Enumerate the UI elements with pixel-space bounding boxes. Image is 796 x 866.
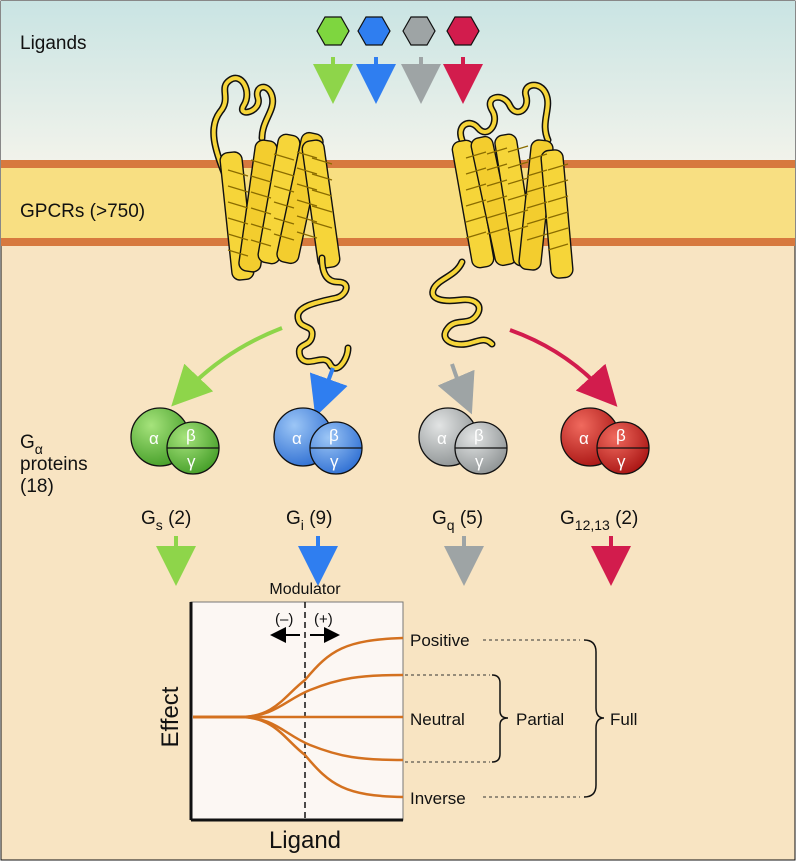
curve-partial-upper <box>193 673 404 719</box>
effect-curves <box>193 636 404 799</box>
gpcr-receptor-left <box>210 74 352 372</box>
curve-inverse <box>193 715 404 799</box>
membrane-inner-edge <box>1 238 795 246</box>
gprotein-gi-label: Gi (9) <box>286 508 332 533</box>
arrow-to-gq <box>437 363 475 415</box>
positive-label: Positive <box>410 631 470 650</box>
svg-text:β: β <box>186 426 196 445</box>
gprotein-gq-label: Gq (5) <box>432 508 483 533</box>
membrane-outer-edge <box>1 160 795 168</box>
gprotein-gs-label: Gs (2) <box>141 508 191 533</box>
galpha-proteins-label: Gα proteins (18) <box>20 432 88 497</box>
minus-label: (–) <box>275 611 293 628</box>
ligand-hexagon-green <box>316 16 350 46</box>
svg-text:α: α <box>437 429 447 448</box>
arrow-to-g12-13 <box>509 328 618 407</box>
gprotein-g12-13: α β γ <box>560 407 650 475</box>
full-bracket <box>583 639 605 798</box>
svg-text:Gα: Gα <box>20 432 43 457</box>
svg-text:(18): (18) <box>20 476 54 497</box>
svg-text:γ: γ <box>330 452 339 471</box>
gprotein-g12-13-label: G12,13 (2) <box>560 508 638 533</box>
plus-label: (+) <box>314 611 333 628</box>
ligand-axis-label: Ligand <box>269 827 341 854</box>
gprotein-gq: α β γ <box>418 407 508 475</box>
svg-text:β: β <box>329 426 339 445</box>
curve-annotations: Positive Neutral Inverse Partial Full <box>405 631 637 808</box>
svg-text:β: β <box>474 426 484 445</box>
plot-area <box>190 601 404 821</box>
inverse-label: Inverse <box>410 789 466 808</box>
svg-text:γ: γ <box>475 452 484 471</box>
gpcr-receptor-right <box>429 81 574 348</box>
ligand-hexagon-red <box>446 16 480 46</box>
neutral-label: Neutral <box>410 710 465 729</box>
membrane-band <box>1 168 795 238</box>
extracellular-background <box>1 1 795 163</box>
partial-label: Partial <box>516 710 564 729</box>
svg-text:β: β <box>616 426 626 445</box>
svg-text:α: α <box>292 429 302 448</box>
gprotein-gi: α β γ <box>273 407 363 475</box>
ligands-label: Ligands <box>20 33 87 54</box>
ligand-hexagon-blue <box>357 16 391 46</box>
gprotein-gs: α β γ <box>130 407 220 475</box>
modulator-label: Modulator <box>269 581 341 598</box>
effect-plot: Modulator (–) (+) Effect Ligand <box>157 581 404 854</box>
receptor-to-gprotein-arrows <box>171 326 618 417</box>
arrow-to-gs <box>171 326 283 407</box>
svg-text:α: α <box>149 429 159 448</box>
partial-bracket <box>491 674 509 763</box>
gpcrs-label: GPCRs (>750) <box>20 201 145 222</box>
ligand-hexagon-grey <box>402 16 436 46</box>
full-label: Full <box>610 710 637 729</box>
ligand-hexagons <box>316 16 480 46</box>
downstream-arrows <box>156 536 631 586</box>
svg-text:proteins: proteins <box>20 454 88 475</box>
svg-text:α: α <box>579 429 589 448</box>
arrow-to-gi <box>309 367 348 417</box>
svg-text:γ: γ <box>187 452 196 471</box>
svg-text:γ: γ <box>617 452 626 471</box>
effect-axis-label: Effect <box>157 686 184 747</box>
ligand-arrows <box>313 57 483 104</box>
